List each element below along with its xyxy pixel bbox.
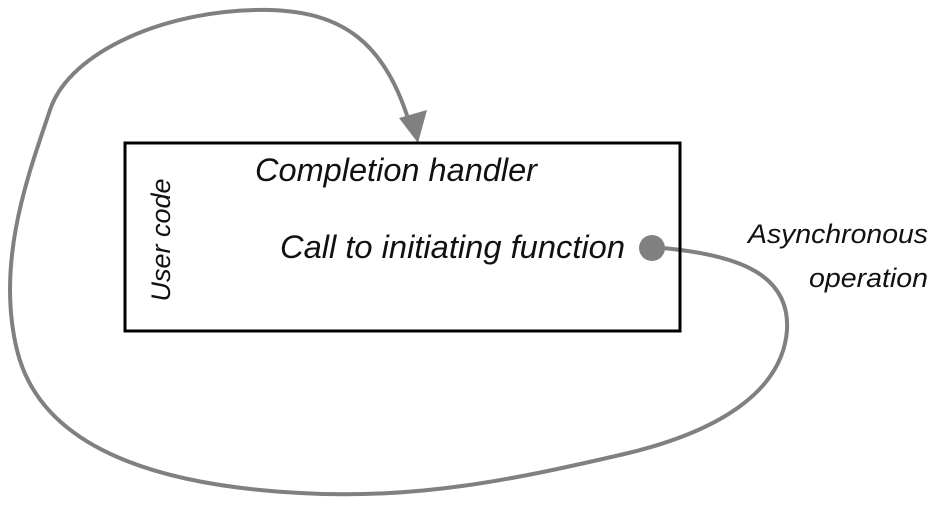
async-loop-curve <box>8 7 790 497</box>
async-operation-label-line1: Asynchronous <box>746 219 928 249</box>
arrowhead-icon <box>399 110 427 143</box>
completion-handler-label: Completion handler <box>255 152 538 188</box>
user-code-box <box>123 141 682 333</box>
initiating-call-label: Call to initiating function <box>280 229 625 265</box>
call-point-dot <box>639 235 665 261</box>
user-code-label: User code <box>146 178 176 301</box>
async-operation-label-line2: operation <box>809 263 928 293</box>
